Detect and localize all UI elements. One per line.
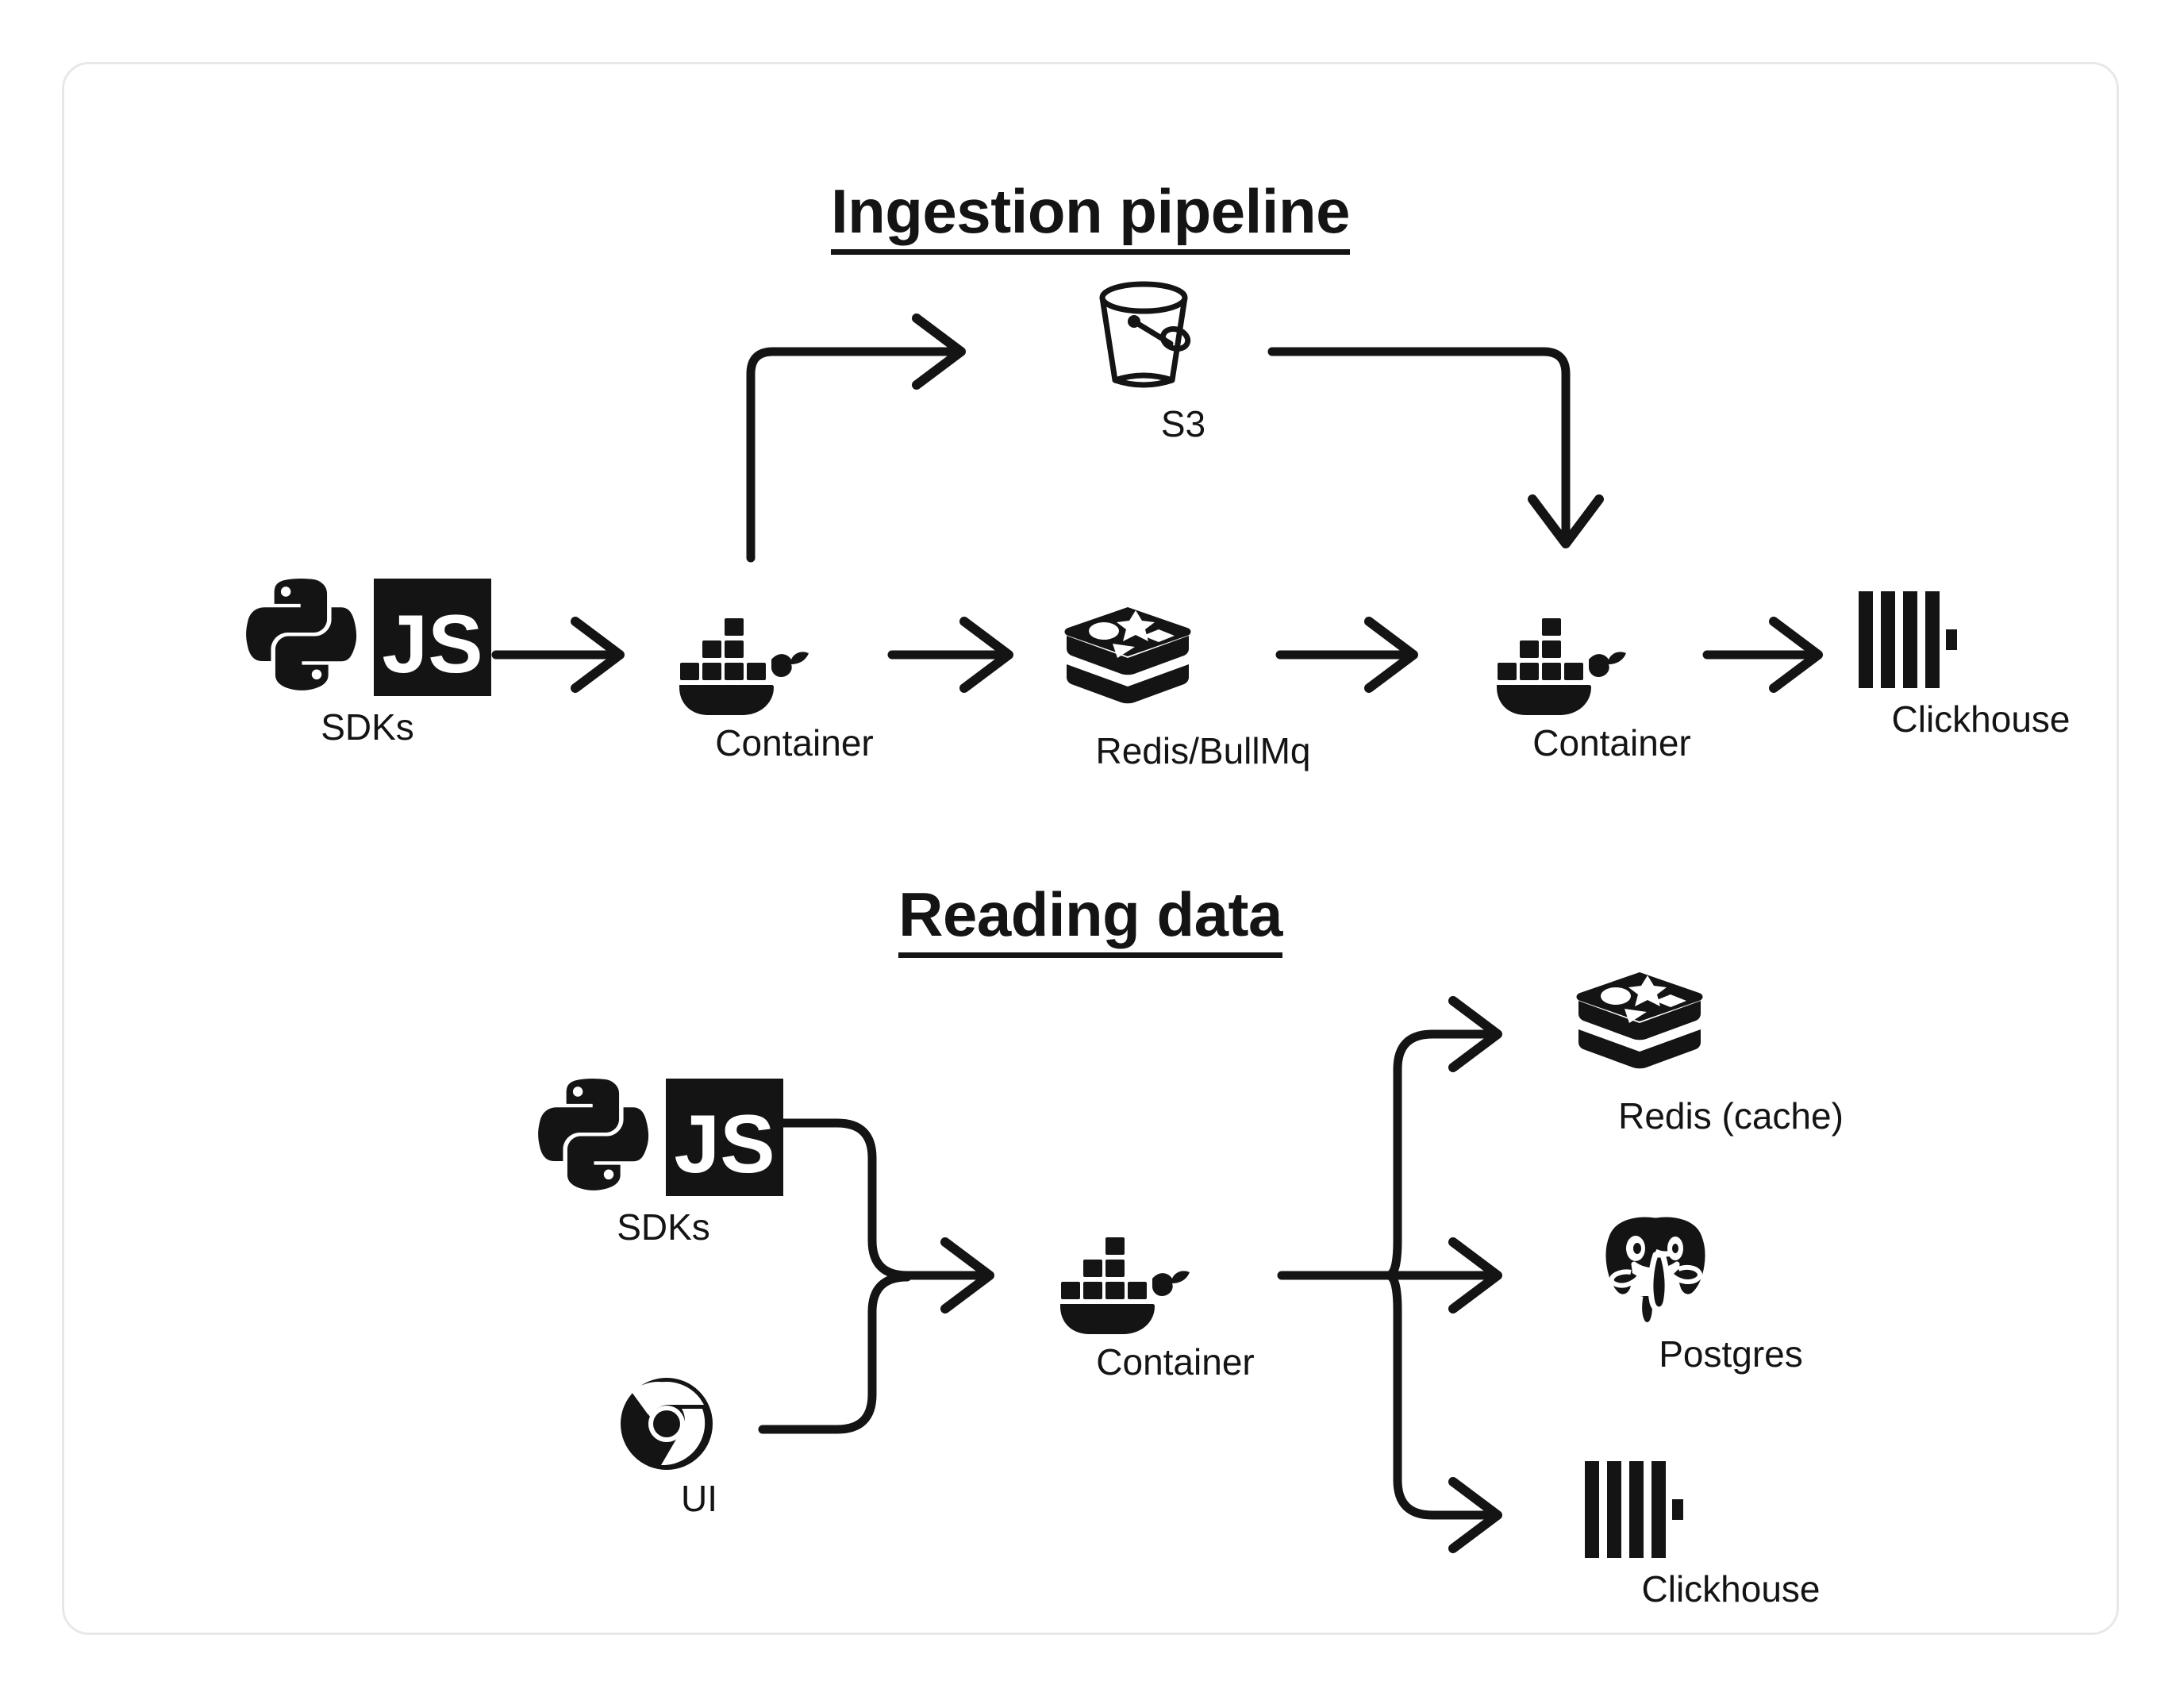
node-redis-cache[interactable]: Redis (cache) bbox=[1572, 969, 1890, 1137]
node-sdks-reading[interactable]: JS SDKs bbox=[533, 1072, 794, 1248]
docker-icon bbox=[1497, 612, 1727, 715]
node-label-postgres: Postgres bbox=[1659, 1333, 1803, 1375]
diagram-card: Ingestion pipeline Reading data bbox=[62, 62, 2119, 1635]
node-label-container-ingestion-1: Container bbox=[715, 722, 874, 764]
edge-container1-to-redis bbox=[887, 617, 1013, 693]
node-label-ui: UI bbox=[681, 1478, 717, 1519]
edge-container1-to-s3 bbox=[746, 313, 966, 563]
node-label-clickhouse-ingestion: Clickhouse bbox=[1891, 698, 2071, 740]
node-label-container-reading: Container bbox=[1096, 1341, 1255, 1383]
node-container-ingestion-2[interactable]: Container bbox=[1497, 612, 1727, 764]
js-badge-text: JS bbox=[382, 598, 483, 690]
node-container-reading[interactable]: Container bbox=[1060, 1231, 1290, 1383]
node-s3[interactable]: S3 bbox=[1088, 277, 1278, 445]
node-label-container-ingestion-2: Container bbox=[1532, 722, 1691, 764]
node-label-redis-cache: Redis (cache) bbox=[1618, 1095, 1844, 1137]
edge-sdks-to-container1 bbox=[491, 617, 625, 693]
section-title-reading: Reading data bbox=[64, 879, 2117, 958]
section-title-ingestion: Ingestion pipeline bbox=[64, 175, 2117, 255]
node-label-clickhouse-reading: Clickhouse bbox=[1641, 1568, 1821, 1610]
edge-container3-fanout bbox=[1277, 996, 1502, 1553]
docker-icon bbox=[1060, 1231, 1290, 1334]
clickhouse-icon bbox=[1854, 588, 2108, 691]
node-ui[interactable]: UI bbox=[620, 1377, 779, 1520]
section-title-reading-text: Reading data bbox=[898, 879, 1282, 958]
node-label-redis-bullmq: Redis/BullMq bbox=[1095, 730, 1311, 771]
s3-bucket-icon bbox=[1088, 277, 1278, 396]
edge-sdks-ui-merge-to-container3 bbox=[758, 1118, 994, 1434]
node-redis-bullmq[interactable]: Redis/BullMq bbox=[1060, 604, 1346, 772]
redis-icon bbox=[1060, 604, 1346, 723]
python-js-sdk-icon: JS bbox=[533, 1072, 794, 1199]
node-clickhouse-reading[interactable]: Clickhouse bbox=[1580, 1458, 1882, 1610]
python-js-sdk-icon: JS bbox=[240, 572, 494, 699]
edge-s3-to-container2 bbox=[1267, 347, 1604, 548]
section-title-ingestion-text: Ingestion pipeline bbox=[830, 176, 1351, 255]
node-label-sdks-ingestion: SDKs bbox=[321, 706, 414, 748]
node-postgres[interactable]: Postgres bbox=[1596, 1207, 1866, 1375]
node-container-ingestion-1[interactable]: Container bbox=[679, 612, 909, 764]
js-badge-text: JS bbox=[674, 1098, 775, 1190]
postgres-icon bbox=[1596, 1207, 1866, 1328]
redis-icon bbox=[1572, 969, 1890, 1088]
node-label-s3: S3 bbox=[1160, 403, 1206, 444]
clickhouse-icon bbox=[1580, 1458, 1882, 1561]
docker-icon bbox=[679, 612, 909, 715]
node-label-sdks-reading: SDKs bbox=[617, 1206, 710, 1248]
node-sdks-ingestion[interactable]: JS SDKs bbox=[240, 572, 494, 748]
node-clickhouse-ingestion[interactable]: Clickhouse bbox=[1854, 588, 2108, 740]
chrome-icon bbox=[620, 1377, 779, 1471]
